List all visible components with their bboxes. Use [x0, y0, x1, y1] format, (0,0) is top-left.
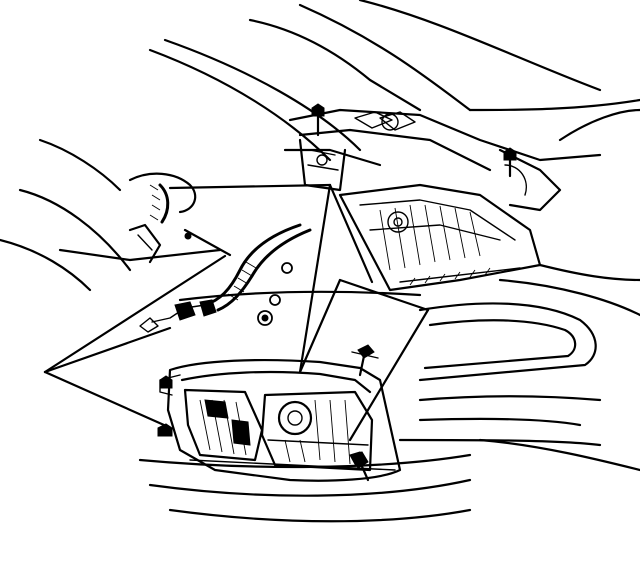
hood-outline — [148, 0, 640, 162]
radiator-support — [283, 108, 640, 282]
bulb-socket-center — [269, 262, 293, 306]
center-bracket — [298, 138, 347, 192]
wiring-harness — [139, 223, 312, 333]
fender-curves — [0, 138, 222, 292]
upper-bolt-left — [311, 103, 325, 137]
center-callout — [168, 183, 374, 374]
lower-callout — [298, 278, 430, 442]
bulb-socket-left — [257, 310, 273, 326]
mounting-bolt-lower — [351, 451, 370, 482]
left-callout — [43, 254, 227, 427]
removed-headlamp-assembly — [157, 358, 402, 482]
upper-bolt-right — [503, 147, 517, 178]
mounting-bolt-upper — [351, 344, 379, 377]
bumper-fascia — [138, 278, 640, 523]
installed-headlamp — [338, 183, 542, 292]
left-bracket-assembly — [128, 172, 232, 264]
